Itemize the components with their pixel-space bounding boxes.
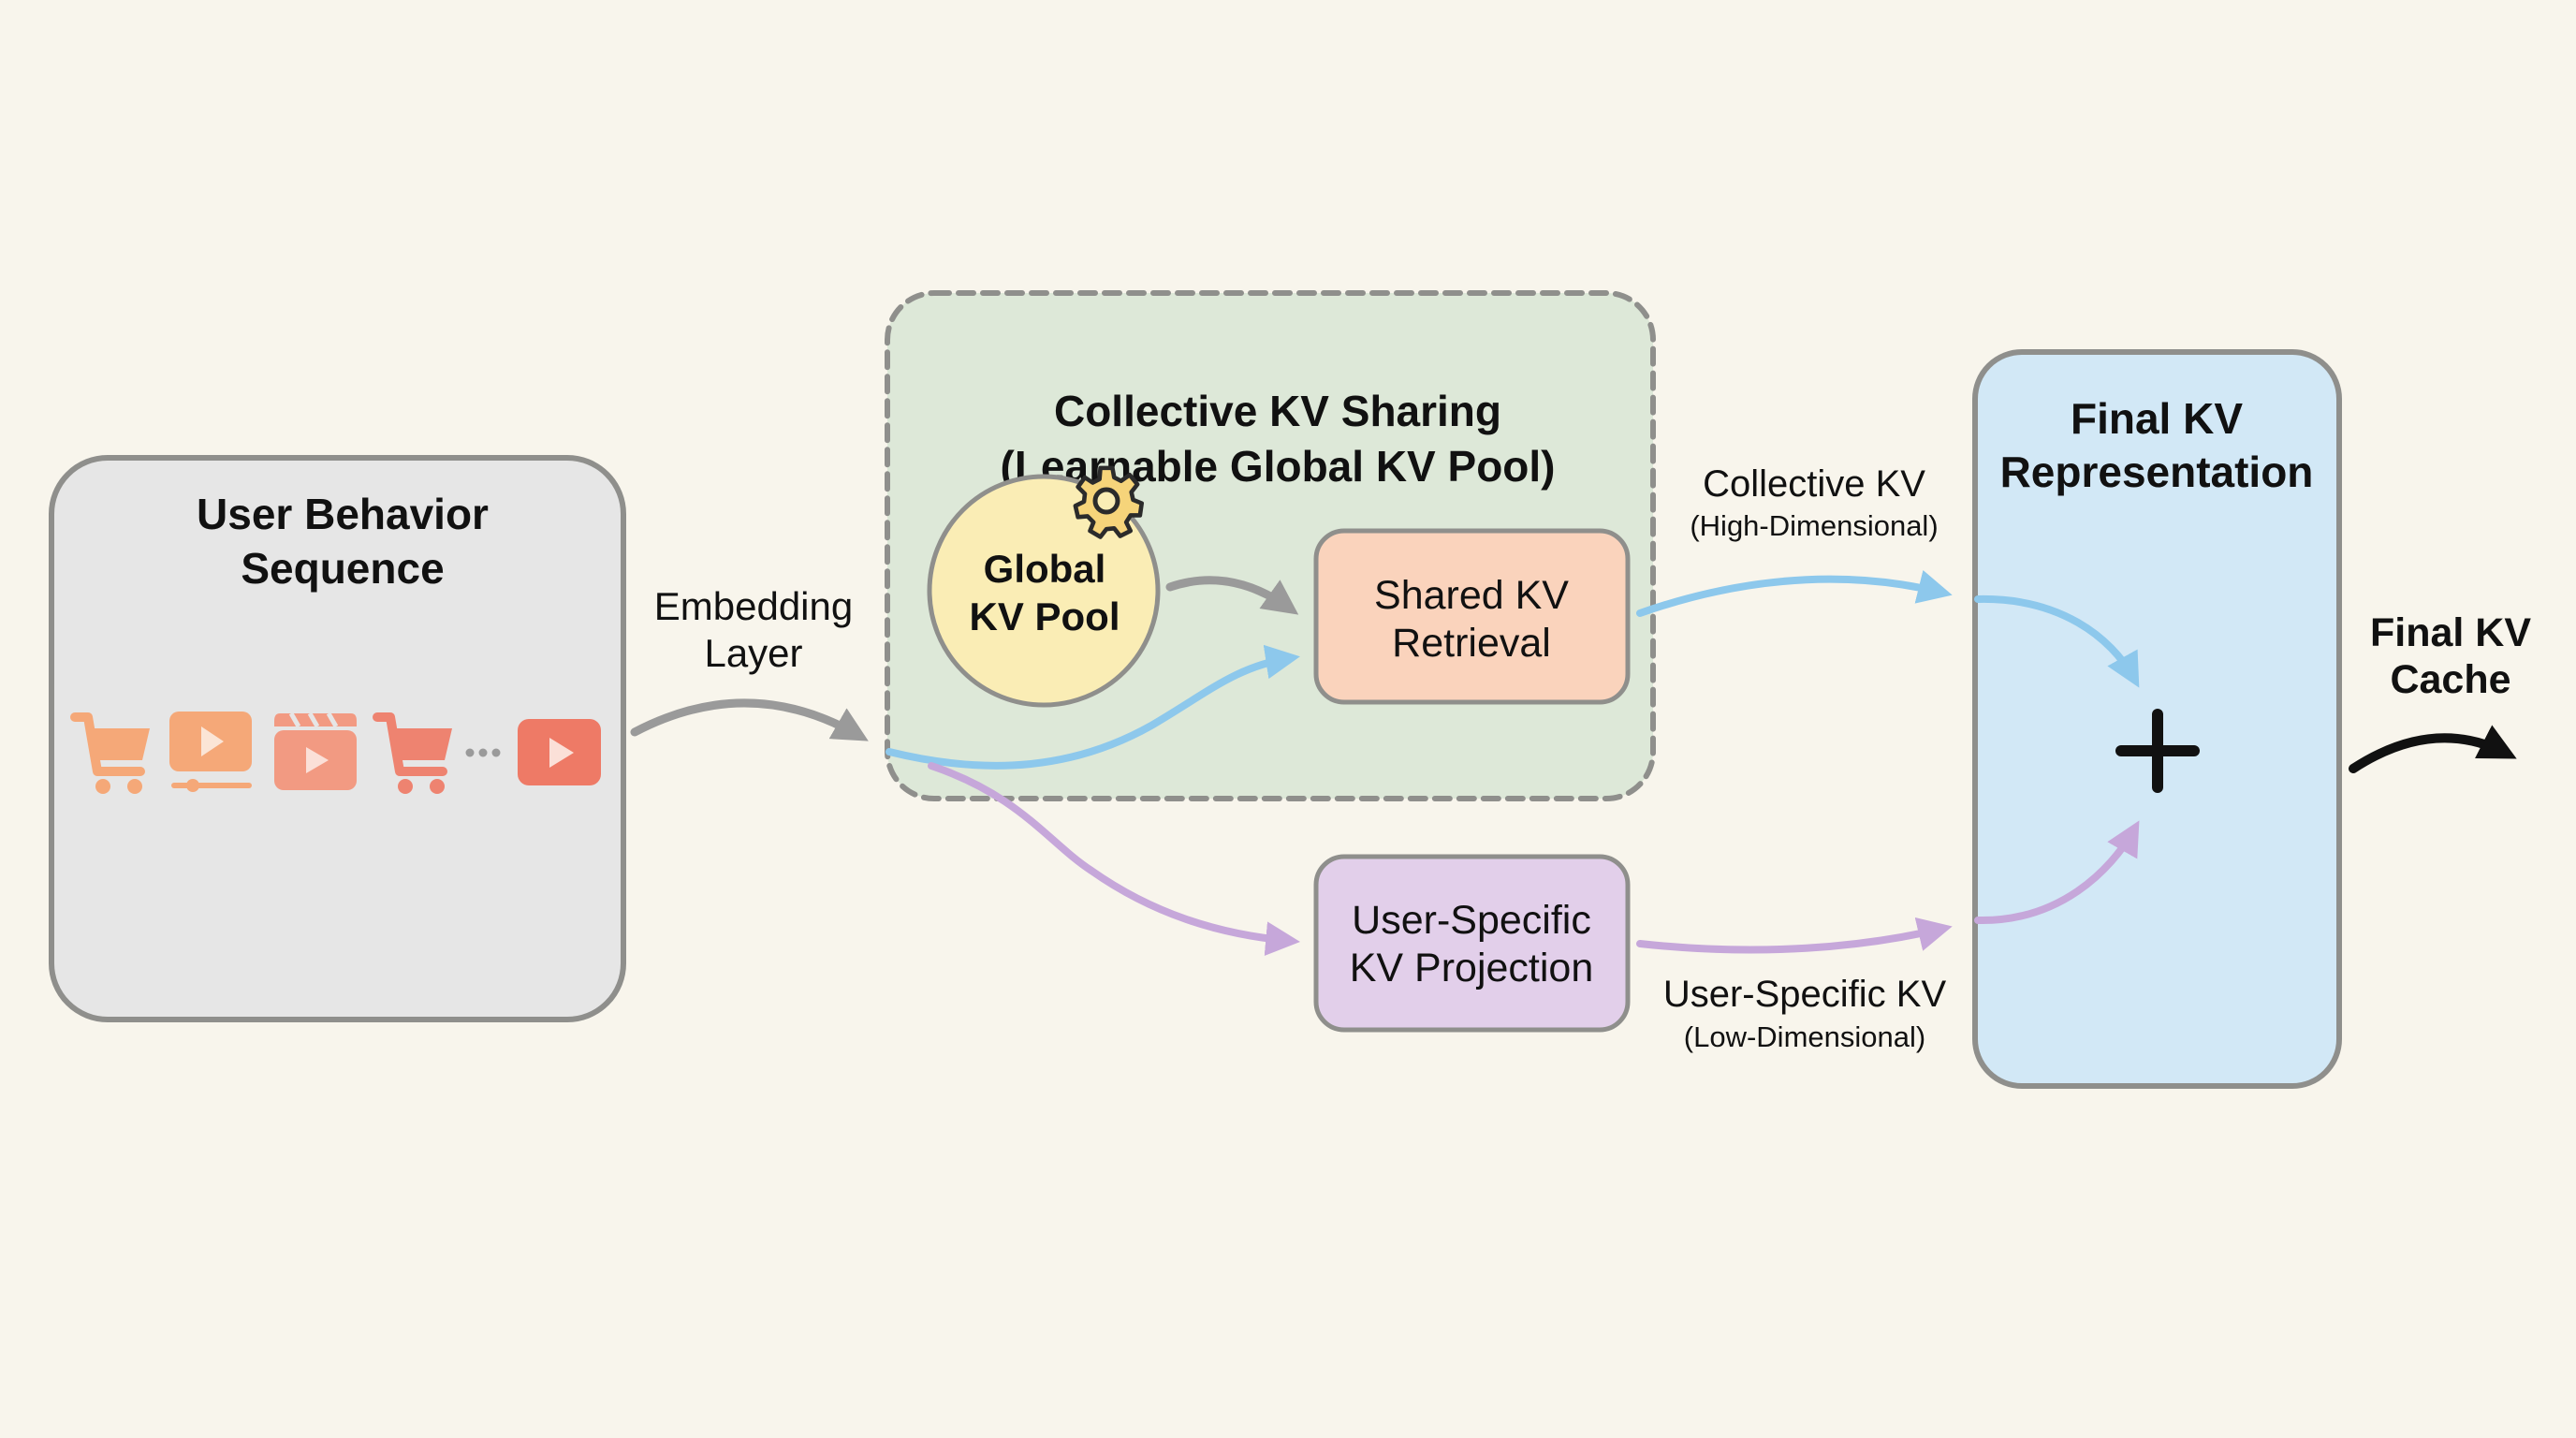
shopping-cart-icon [70, 712, 150, 794]
behavior-icons-row [70, 712, 601, 794]
shared-kv-retrieval-node: Shared KV Retrieval [1313, 528, 1631, 705]
collective-kv-edge-sublabel: (High-Dimensional) [1690, 509, 1938, 542]
global-kv-pool-node: Global KV Pool [927, 465, 1161, 708]
user-specific-kv-projection-node: User-Specific KV Projection [1313, 854, 1631, 1033]
collective-to-plus-arrow [1974, 594, 2140, 688]
plus-combine-icon [2115, 709, 2200, 793]
shared-kv-retrieval-box [1313, 528, 1631, 705]
gear-icon [1073, 465, 1145, 539]
embedding-label-line1: Embedding [654, 584, 853, 628]
user-specific-kv-edge-sublabel: (Low-Dimensional) [1684, 1020, 1925, 1053]
embedding-arrow [630, 698, 869, 741]
play-button-icon [518, 719, 601, 785]
final-kv-representation-title-line2: Representation [2000, 448, 2314, 496]
collective-kv-edge-label: Collective KV [1703, 463, 1925, 505]
shopping-cart-icon [373, 712, 452, 794]
final-kv-cache-output: Final KV Cache [2349, 610, 2531, 773]
output-arrow [2349, 725, 2517, 773]
pool-to-retrieval-arrow [1165, 576, 1299, 615]
embedding-to-projection-arrow [928, 762, 1300, 957]
embedding-to-retrieval-arrow [886, 644, 1300, 770]
final-kv-representation-node: Final KV Representation [1972, 349, 2342, 1089]
user-behavior-sequence-node: User Behavior Sequence [49, 455, 626, 1022]
projection-to-final-arrow [1636, 917, 1953, 954]
embedding-label-line2: Layer [704, 631, 802, 675]
user-behavior-title-line1: User Behavior [197, 490, 489, 538]
final-kv-representation-title-line1: Final KV [2071, 394, 2243, 443]
embedding-layer-edge: Embedding Layer [630, 584, 869, 741]
user-specific-projection-line2: KV Projection [1350, 946, 1594, 990]
final-kv-cache-line2: Cache [2390, 657, 2510, 702]
final-kv-cache-line1: Final KV [2370, 610, 2531, 655]
video-player-icon [169, 712, 252, 792]
global-kv-pool-line2: KV Pool [969, 594, 1120, 638]
collective-kv-sharing-group: Collective KV Sharing (Learnable Global … [885, 290, 1656, 801]
user-specific-kv-edge-label: User-Specific KV [1663, 974, 1947, 1015]
user-behavior-title-line2: Sequence [241, 544, 444, 593]
user-specific-to-plus-arrow [1974, 820, 2140, 925]
collective-title-line1: Collective KV Sharing [1054, 387, 1501, 435]
ellipsis-icon [465, 748, 501, 757]
retrieval-to-final-arrow [1636, 569, 1953, 617]
user-specific-projection-line1: User-Specific [1352, 898, 1591, 943]
user-specific-projection-box [1313, 854, 1631, 1033]
shared-kv-retrieval-line1: Shared KV [1374, 573, 1569, 618]
global-kv-pool-line1: Global [984, 547, 1106, 591]
video-clapper-icon [274, 712, 357, 790]
shared-kv-retrieval-line2: Retrieval [1392, 621, 1551, 666]
